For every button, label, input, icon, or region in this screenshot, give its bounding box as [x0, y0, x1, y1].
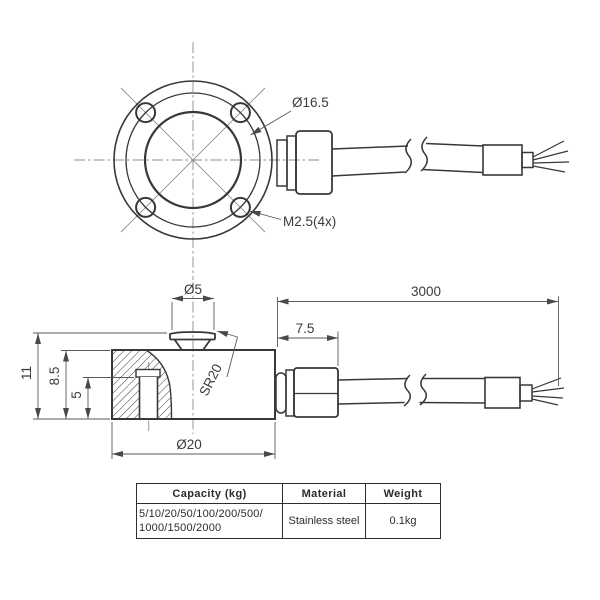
cable-break-right [419, 373, 427, 406]
cable-ferrule [484, 376, 521, 409]
cable-break-left [404, 138, 412, 174]
body-outline [111, 349, 276, 420]
header-material: Material [282, 483, 366, 504]
spec-table-data-row: 5/10/20/50/100/200/500/ 1000/1500/2000 S… [136, 503, 441, 539]
cable-break-left [403, 374, 411, 407]
cable-break-right [420, 136, 428, 172]
dim-label-bolt-circle: Ø16.5 [292, 95, 329, 110]
outer-flange-circle [113, 80, 273, 240]
dim-label-total-height: 11 [19, 366, 34, 380]
bolt-hole [229, 102, 251, 124]
bolt-hole [229, 196, 251, 218]
cable-tip [521, 151, 534, 169]
leader-thread [249, 210, 282, 220]
load-button-cap [169, 331, 216, 340]
dim-label-sphere-radius: SR20 [196, 361, 225, 398]
capacity-line-1: 5/10/20/50/100/200/500/ [139, 507, 263, 520]
side-view-connector [275, 367, 339, 418]
capacity-line-2: 1000/1500/2000 [139, 522, 222, 534]
gland-body [295, 130, 333, 195]
gland-nut [285, 369, 295, 417]
mount-hole-relief [135, 368, 161, 378]
dome-cavity-curve [145, 349, 173, 420]
load-button-taper-right [202, 338, 212, 351]
top-view: Ø16.5 M2.5(4x) [74, 42, 570, 280]
dim-label-button-dia: Ø5 [184, 282, 202, 297]
leader-bolt-circle [250, 110, 292, 136]
spec-table-header-row: Capacity (kg) Material Weight [136, 483, 441, 504]
cable-ferrule [482, 144, 523, 176]
dim-label-body-height: 8.5 [47, 367, 62, 386]
header-weight: Weight [365, 483, 441, 504]
leader-sphere-radius [216, 330, 239, 378]
wire-leads [531, 377, 565, 406]
bolt-holes [135, 102, 251, 218]
bolt-hole [135, 196, 157, 218]
load-button-taper-left [173, 338, 183, 351]
dim-label-connector-len: 7.5 [296, 321, 315, 336]
gland-nut-1 [276, 139, 288, 187]
cell-capacity: 5/10/20/50/100/200/500/ 1000/1500/2000 [136, 503, 283, 539]
cable-tip [519, 384, 533, 402]
centerline-diagonal-2 [120, 87, 266, 233]
gland-nut-2 [286, 135, 297, 191]
spec-table: Capacity (kg) Material Weight 5/10/20/50… [136, 483, 441, 539]
side-view-dimensions [33, 295, 559, 459]
dim-label-thread: M2.5(4x) [283, 214, 336, 229]
gland-body [293, 367, 339, 418]
cell-weight: 0.1kg [365, 503, 441, 539]
bolt-hole [135, 102, 157, 124]
inner-body-circle [143, 110, 243, 210]
cell-material: Stainless steel [282, 503, 366, 539]
dim-label-cable-len: 3000 [411, 284, 441, 299]
load-button [169, 331, 216, 351]
dim-label-body-dia: Ø20 [176, 437, 202, 452]
top-view-connector [276, 130, 333, 195]
side-view-cable [337, 373, 565, 409]
bolt-circle [125, 92, 261, 228]
gland-boot [275, 372, 287, 414]
wire-leads [532, 140, 570, 173]
mount-hole [135, 368, 161, 419]
header-capacity: Capacity (kg) [136, 483, 283, 504]
top-view-centerlines [74, 42, 320, 280]
side-view: Ø5 7.5 3000 Ø20 11 8.5 5 SR20 [19, 282, 565, 459]
top-view-dimensions [249, 110, 292, 220]
dim-label-hole-depth: 5 [69, 391, 84, 399]
top-view-cable [331, 136, 570, 177]
